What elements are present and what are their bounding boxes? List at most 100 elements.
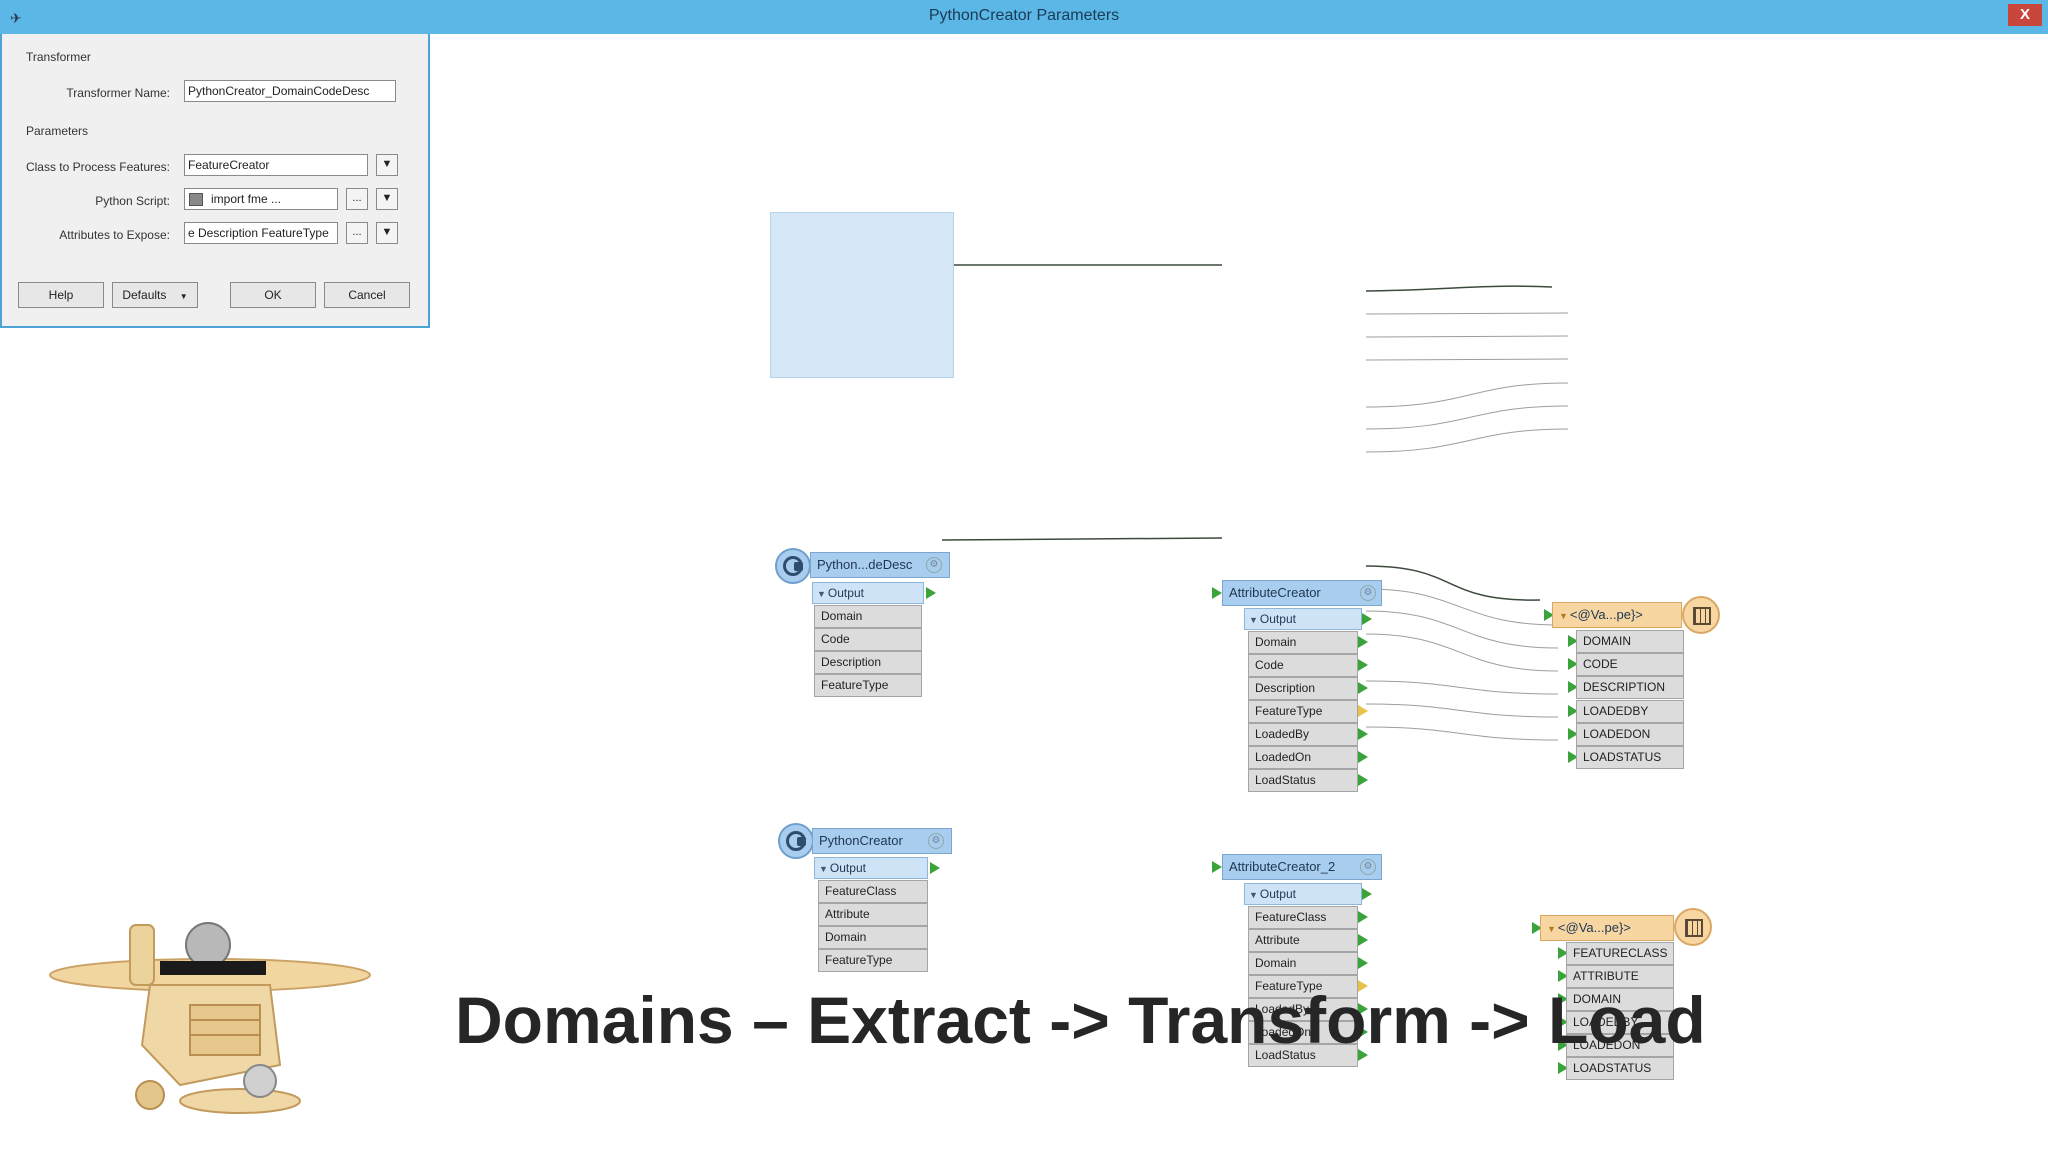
port-arrow-icon[interactable] — [1358, 1026, 1368, 1038]
attr-row: Domain — [1248, 952, 1358, 975]
close-button[interactable]: X — [2008, 4, 2042, 26]
writer-2-title[interactable]: ▼<@Va...pe}> — [1540, 915, 1674, 941]
attr-row: Description — [1248, 677, 1358, 700]
port-arrow-icon[interactable] — [1558, 947, 1568, 959]
port-arrow-icon[interactable] — [1358, 728, 1368, 740]
port-arrow-icon[interactable] — [1568, 681, 1578, 693]
slide-title: Domains – Extract -> Transform -> Load — [455, 983, 1706, 1057]
port-arrow-icon[interactable] — [1558, 1039, 1568, 1051]
attr-row: FEATURECLASS — [1566, 942, 1674, 965]
port-arrow-icon[interactable] — [1358, 1049, 1368, 1061]
help-button[interactable]: Help — [18, 282, 104, 308]
gear-icon[interactable]: ⚙ — [1360, 859, 1376, 875]
output-arrow-icon[interactable] — [926, 587, 936, 599]
port-arrow-icon[interactable] — [1568, 658, 1578, 670]
app-icon: ✈ — [10, 10, 22, 26]
script-dropdown-button[interactable]: ▼ — [376, 188, 398, 210]
cancel-button[interactable]: Cancel — [324, 282, 410, 308]
creator-icon — [775, 548, 811, 584]
gear-icon[interactable]: ⚙ — [1360, 585, 1376, 601]
ok-button[interactable]: OK — [230, 282, 316, 308]
dialog-title: PythonCreator Parameters — [928, 7, 1120, 24]
attr-row: FeatureClass — [818, 880, 928, 903]
writer-table-icon — [1682, 596, 1720, 634]
defaults-label: Defaults — [122, 288, 167, 302]
port-arrow-icon[interactable] — [1568, 751, 1578, 763]
class-to-process-input[interactable]: FeatureCreator — [184, 154, 368, 176]
gear-icon[interactable]: ⚙ — [928, 833, 944, 849]
input-arrow-icon[interactable] — [1212, 861, 1222, 873]
port-arrow-icon[interactable] — [1558, 1062, 1568, 1074]
attrs-ellipsis-button[interactable]: ... — [346, 222, 368, 244]
unconnected-port-icon[interactable] — [1358, 705, 1368, 717]
output-arrow-icon[interactable] — [1362, 888, 1372, 900]
input-arrow-icon[interactable] — [1544, 609, 1554, 621]
attr-row: LOADEDBY — [1576, 700, 1684, 723]
attr-row: FeatureType — [1248, 700, 1358, 723]
attr-row: Code — [1248, 654, 1358, 677]
python-script-value: import fme ... — [211, 192, 282, 206]
attribute-creator-1-title[interactable]: AttributeCreator — [1222, 580, 1382, 606]
attributes-to-expose-input[interactable]: e Description FeatureType — [184, 222, 338, 244]
attr-row: FeatureClass — [1248, 906, 1358, 929]
attr-row: LoadStatus — [1248, 769, 1358, 792]
port-arrow-icon[interactable] — [1558, 993, 1568, 1005]
gear-icon[interactable]: ⚙ — [926, 557, 942, 573]
attr-row: Domain — [818, 926, 928, 949]
attr-row: FeatureType — [814, 674, 922, 697]
port-arrow-icon[interactable] — [1568, 705, 1578, 717]
section-parameters-label: Parameters — [26, 124, 89, 138]
attr-row: DOMAIN — [1576, 630, 1684, 653]
port-arrow-icon[interactable] — [1558, 970, 1568, 982]
attribute-creator-2-output-port[interactable]: ▼Output — [1244, 883, 1362, 905]
writer-1-title[interactable]: ▼<@Va...pe}> — [1552, 602, 1682, 628]
attr-row: Domain — [1248, 631, 1358, 654]
python-script-input[interactable]: import fme ... — [184, 188, 338, 210]
class-to-process-label: Class to Process Features: — [25, 160, 170, 174]
port-arrow-icon[interactable] — [1358, 774, 1368, 786]
attr-row: Attribute — [1248, 929, 1358, 952]
attr-row: LoadedOn — [1248, 1021, 1358, 1044]
attr-row: Code — [814, 628, 922, 651]
port-arrow-icon[interactable] — [1358, 934, 1368, 946]
transformer-name-input[interactable]: PythonCreator_DomainCodeDesc — [184, 80, 396, 102]
section-transformer-label: Transformer — [26, 50, 91, 64]
attr-row: CODE — [1576, 653, 1684, 676]
airplane-illustration — [49, 922, 371, 1114]
writer-table-icon — [1674, 908, 1712, 946]
dialog-titlebar[interactable]: ✈ PythonCreator Parameters X — [0, 0, 2048, 34]
creator-1-output-port[interactable]: ▼Output — [812, 582, 924, 604]
attr-row: LOADEDBY — [1566, 1011, 1674, 1034]
attr-row: DESCRIPTION — [1576, 676, 1684, 699]
output-arrow-icon[interactable] — [1362, 613, 1372, 625]
chevron-down-icon: ▼ — [179, 292, 188, 301]
class-dropdown-button[interactable]: ▼ — [376, 154, 398, 176]
port-arrow-icon[interactable] — [1358, 1003, 1368, 1015]
attr-row: FeatureType — [1248, 975, 1358, 998]
attribute-creator-1-title-text: AttributeCreator — [1229, 585, 1321, 600]
port-arrow-icon[interactable] — [1568, 635, 1578, 647]
creator-2-title[interactable]: PythonCreator — [812, 828, 952, 854]
attr-row: LOADEDON — [1576, 723, 1684, 746]
port-arrow-icon[interactable] — [1358, 682, 1368, 694]
unconnected-port-icon[interactable] — [1358, 980, 1368, 992]
attribute-creator-2-title[interactable]: AttributeCreator_2 — [1222, 854, 1382, 880]
defaults-button[interactable]: Defaults ▼ — [112, 282, 198, 308]
script-ellipsis-button[interactable]: ... — [346, 188, 368, 210]
port-arrow-icon[interactable] — [1358, 957, 1368, 969]
port-arrow-icon[interactable] — [1358, 751, 1368, 763]
port-arrow-icon[interactable] — [1558, 1016, 1568, 1028]
attr-row: Domain — [814, 605, 922, 628]
input-arrow-icon[interactable] — [1212, 587, 1222, 599]
attribute-creator-1-output-port[interactable]: ▼Output — [1244, 608, 1362, 630]
attribute-creator-2-title-text: AttributeCreator_2 — [1229, 859, 1336, 874]
port-arrow-icon[interactable] — [1358, 636, 1368, 648]
attr-row: LOADSTATUS — [1566, 1057, 1674, 1080]
port-arrow-icon[interactable] — [1568, 728, 1578, 740]
port-arrow-icon[interactable] — [1358, 659, 1368, 671]
creator-2-output-port[interactable]: ▼Output — [814, 857, 928, 879]
input-arrow-icon[interactable] — [1532, 922, 1542, 934]
output-arrow-icon[interactable] — [930, 862, 940, 874]
attrs-dropdown-button[interactable]: ▼ — [376, 222, 398, 244]
port-arrow-icon[interactable] — [1358, 911, 1368, 923]
